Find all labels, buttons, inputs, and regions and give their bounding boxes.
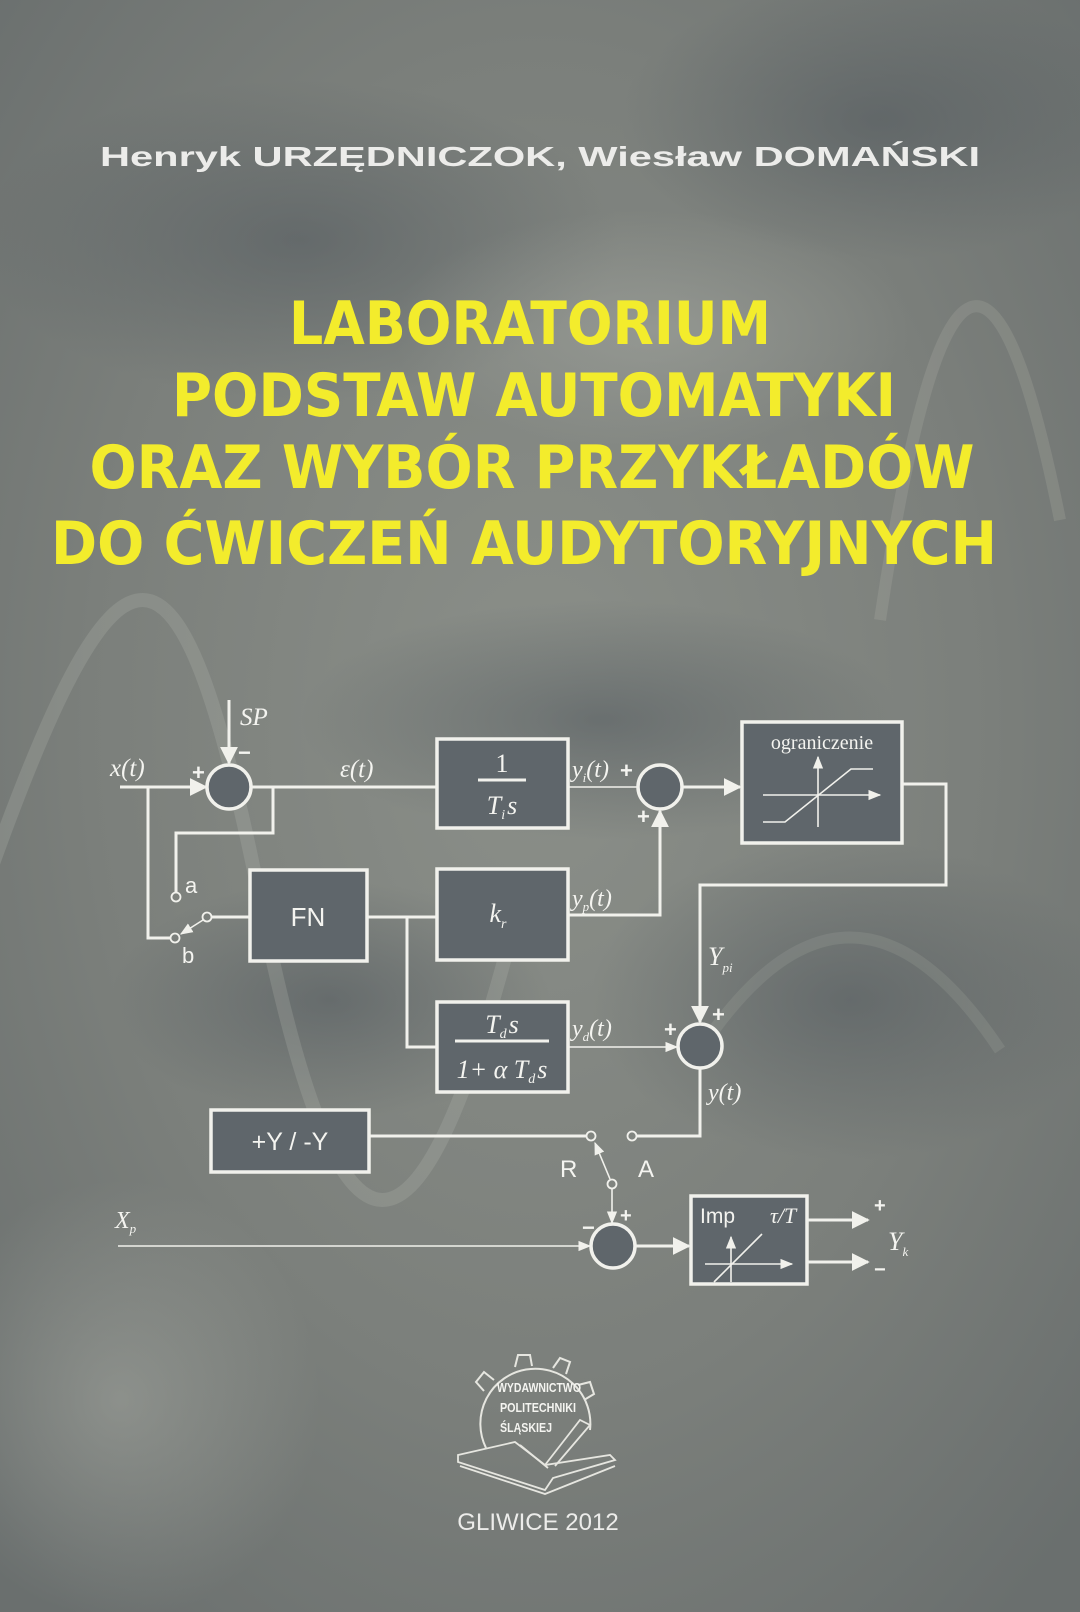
title-line-3: ORAZ WYBÓR PRZYKŁADÓW bbox=[90, 432, 975, 503]
mode-switch-arm bbox=[594, 1141, 611, 1180]
yk-plus: + bbox=[874, 1195, 886, 1217]
yp-label: yp(t) bbox=[570, 886, 612, 914]
yi-label: yi(t) bbox=[570, 757, 609, 785]
error-label: ε(t) bbox=[340, 756, 373, 783]
derivative-block bbox=[435, 1000, 570, 1094]
logo-line-2: POLITECHNIKI bbox=[500, 1401, 576, 1415]
sum1-plus: + bbox=[192, 760, 205, 785]
sum4-plus: + bbox=[620, 1205, 632, 1227]
sum3-plus-left: + bbox=[664, 1017, 677, 1042]
sum4-minus: − bbox=[582, 1215, 595, 1240]
book-title: LABORATORIUM PODSTAW AUTOMATYKI ORAZ WYB… bbox=[51, 289, 997, 579]
fn-block bbox=[248, 868, 369, 963]
sum2-plus-bottom: + bbox=[637, 804, 650, 829]
derivative-denominator: 1+ α Tds bbox=[457, 1055, 548, 1087]
title-line-2: PODSTAW AUTOMATYKI bbox=[172, 361, 896, 431]
integrator-numerator: 1 bbox=[496, 749, 509, 778]
switch-terminal-relay bbox=[585, 1130, 597, 1142]
switch-terminal-b bbox=[169, 932, 181, 944]
relay-block bbox=[209, 1108, 371, 1174]
sum3-plus-top: + bbox=[712, 1002, 725, 1027]
input-branch bbox=[146, 787, 171, 940]
switch-terminal-a bbox=[170, 891, 182, 903]
switch-arm bbox=[179, 919, 204, 935]
output-signal bbox=[637, 1068, 702, 1138]
gain-label: kr bbox=[490, 899, 508, 932]
imprint: GLIWICE 2012 bbox=[457, 1509, 618, 1536]
integrator-block bbox=[435, 737, 570, 830]
relay-label: +Y / -Y bbox=[252, 1128, 329, 1156]
sum2-plus-left: + bbox=[620, 758, 633, 783]
logo-line-1: WYDAWNICTWO bbox=[497, 1381, 581, 1395]
limiter-output bbox=[691, 782, 948, 1024]
authors: Henryk URZĘDNICZOK, Wiesław DOMAŃSKI bbox=[100, 141, 980, 172]
sum1-minus: − bbox=[238, 740, 251, 765]
summing-junction-pi bbox=[636, 763, 684, 811]
saturation-graph-icon bbox=[763, 755, 882, 827]
error-branch bbox=[174, 787, 275, 893]
block-diagram: SP − + x(t) a b ε(t) 1 Tis FN kr Tds bbox=[109, 700, 948, 1286]
logo-line-3: ŚLĄSKIEJ bbox=[500, 1420, 552, 1435]
switch-a-label: a bbox=[185, 873, 198, 898]
gear-teeth-icon bbox=[474, 1354, 596, 1401]
limiter-block bbox=[740, 720, 904, 845]
limiter-label: ograniczenie bbox=[771, 732, 873, 754]
integrator-denominator: Tis bbox=[487, 791, 517, 823]
title-line-1: LABORATORIUM bbox=[289, 289, 771, 359]
switch-terminal-auto bbox=[626, 1130, 638, 1142]
summing-junction-process bbox=[589, 1222, 637, 1270]
yk-minus: − bbox=[874, 1259, 886, 1281]
switch-b-label: b bbox=[182, 943, 194, 968]
pulse-block bbox=[689, 1194, 809, 1286]
summing-junction-pid bbox=[676, 1022, 724, 1070]
yd-label: yd(t) bbox=[570, 1016, 612, 1044]
pulse-characteristic-icon bbox=[705, 1233, 794, 1283]
summing-junction-error bbox=[205, 763, 253, 811]
output-label: y(t) bbox=[706, 1080, 741, 1106]
publisher-logo: WYDAWNICTWO POLITECHNIKI ŚLĄSKIEJ bbox=[457, 1354, 617, 1495]
derivative-numerator: Tds bbox=[485, 1010, 519, 1042]
title-line-4: DO ĆWICZEŃ AUDYTORYJNYCH bbox=[51, 507, 997, 579]
setpoint-label: SP bbox=[240, 704, 268, 731]
gain-block bbox=[435, 867, 570, 962]
yk-label: Yk bbox=[888, 1227, 908, 1259]
input-label: x(t) bbox=[109, 755, 145, 782]
open-book-icon bbox=[457, 1418, 617, 1495]
gear-icon bbox=[479, 1367, 592, 1449]
mode-switch-pivot bbox=[606, 1178, 618, 1190]
pulse-label: Imp bbox=[700, 1205, 735, 1228]
switch-r-label: R bbox=[560, 1156, 577, 1183]
fn-derivative-branch bbox=[405, 917, 437, 1049]
switch-auto-label: A bbox=[638, 1156, 654, 1183]
fn-label: FN bbox=[291, 902, 326, 932]
pulse-ratio-label: τ/T bbox=[770, 1203, 798, 1228]
switch-pivot bbox=[201, 911, 213, 923]
ypi-label: Ypi bbox=[708, 942, 733, 975]
yp-signal bbox=[568, 809, 669, 917]
xp-label: Xp bbox=[114, 1208, 137, 1236]
